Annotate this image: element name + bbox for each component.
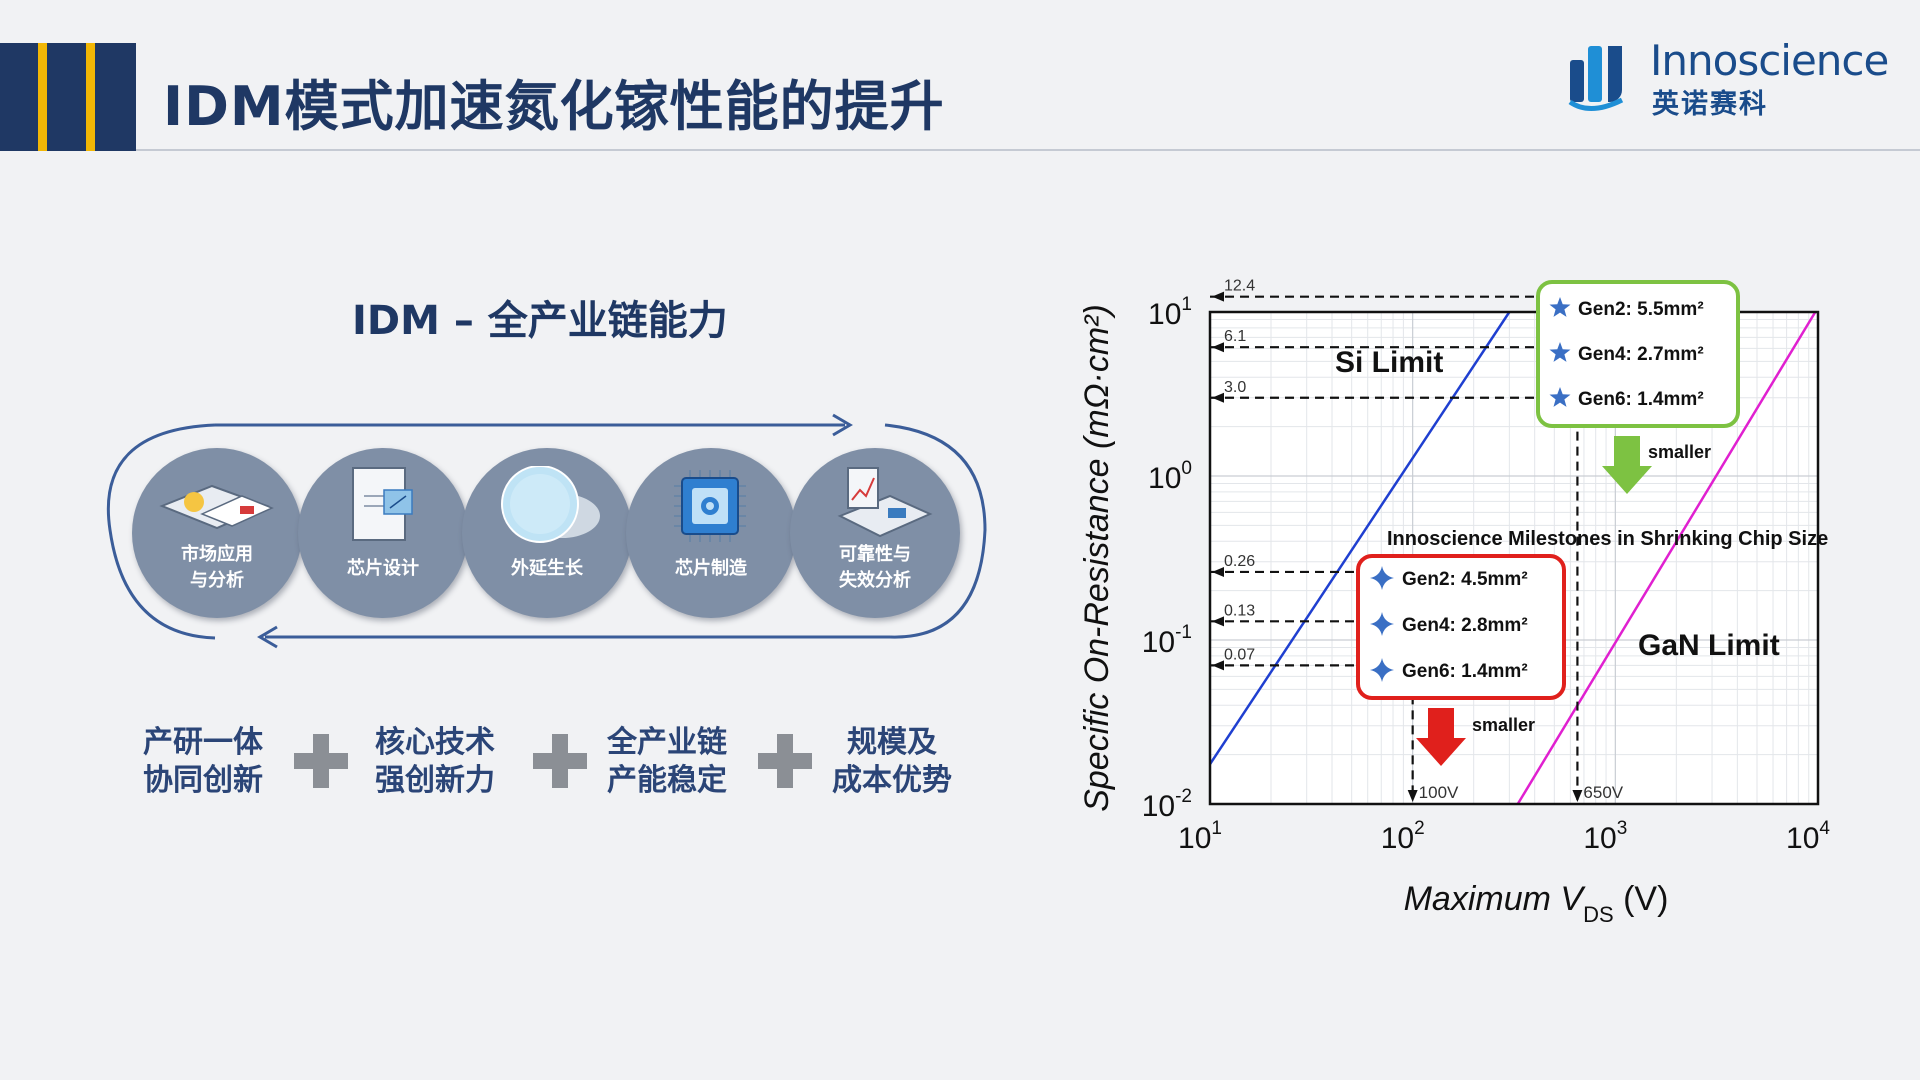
reference-label: 3.0 — [1224, 379, 1246, 396]
gen-650v-item: Gen4: 2.7mm² — [1578, 344, 1704, 365]
y-tick-label: 10-1 — [1142, 622, 1192, 659]
voltage-marker-label: 100V — [1419, 783, 1459, 802]
gen-100v-item: Gen6: 1.4mm² — [1402, 661, 1528, 682]
pillar-item: 全产业链 产能稳定 — [607, 724, 727, 800]
shrink-arrow-green-icon — [1602, 436, 1652, 494]
x-axis-label: Maximum VDS (V) — [1404, 880, 1669, 927]
cycle-step-label: 市场应用 — [181, 544, 253, 565]
gen-sparkle-icon — [1370, 658, 1394, 682]
slide-title: IDM模式加速氮化镓性能的提升 — [163, 75, 945, 138]
wafer-icon — [501, 466, 600, 543]
pillar-line: 规模及 — [847, 725, 937, 760]
pillar-line: 产研一体 — [143, 725, 263, 760]
gen-sparkle-icon — [1370, 566, 1394, 590]
pillar-item: 产研一体 协同创新 — [143, 724, 263, 800]
x-tick-label: 103 — [1583, 818, 1627, 855]
reference-label: 0.07 — [1224, 646, 1255, 663]
header-stripe — [38, 43, 47, 151]
pillar-line: 强创新力 — [375, 763, 495, 798]
reference-arrow-icon — [1212, 566, 1224, 577]
plus-icon — [294, 734, 348, 788]
logo-chinese-name: 英诺赛科 — [1652, 89, 1768, 120]
reference-arrow-icon — [1212, 342, 1224, 353]
si-limit-label: Si Limit — [1335, 346, 1443, 379]
y-tick-label: 100 — [1148, 458, 1192, 495]
gan-limit-label: GaN Limit — [1638, 629, 1780, 662]
header-divider — [136, 149, 1920, 151]
shrink-arrow-red-icon — [1416, 708, 1466, 766]
reference-label: 0.13 — [1224, 602, 1255, 619]
chip-design-icon — [352, 467, 413, 541]
reference-arrow-icon — [1212, 616, 1224, 627]
gen-650v-item: Gen2: 5.5mm² — [1578, 299, 1704, 320]
reference-arrow-icon — [1212, 392, 1224, 403]
cycle-step-epitaxy: 外延生长 — [462, 448, 632, 618]
y-tick-label: 101 — [1148, 294, 1192, 331]
voltage-marker-label: 650V — [1583, 783, 1623, 802]
header-color-block — [0, 43, 136, 151]
reference-label: 0.26 — [1224, 553, 1255, 570]
cycle-step-label: 与分析 — [190, 570, 244, 591]
cycle-step-label: 可靠性与 — [839, 544, 911, 565]
gen-star-icon — [1549, 297, 1571, 317]
pillar-line: 产能稳定 — [607, 763, 727, 798]
x-tick-label: 101 — [1178, 818, 1222, 855]
on-resistance-chart: 12.4 6.1 3.0 0.26 0.13 0.07 100V 650V 101 102 103 1… — [1078, 278, 1830, 927]
gen-650v-item: Gen6: 1.4mm² — [1578, 389, 1704, 410]
series-line-gan-limit — [1516, 311, 1817, 805]
pillar-line: 协同创新 — [143, 763, 263, 798]
pillar-line: 核心技术 — [375, 725, 495, 760]
pillar-item: 核心技术 强创新力 — [375, 724, 495, 800]
group-650v-box — [1536, 280, 1740, 428]
group-100v-box — [1356, 554, 1566, 700]
reference-arrow-icon — [1212, 660, 1224, 671]
reliability-icon — [837, 467, 933, 538]
gen-star-icon — [1549, 387, 1571, 407]
pillar-item: 规模及 成本优势 — [832, 724, 952, 800]
gen-star-icon — [1549, 342, 1571, 362]
cycle-step-label: 失效分析 — [839, 570, 911, 591]
cycle-step-reliability: 可靠性与 失效分析 — [790, 448, 960, 618]
pillar-line: 成本优势 — [832, 763, 952, 798]
reference-label: 6.1 — [1224, 328, 1246, 345]
logo-name: Innoscience — [1650, 36, 1889, 85]
plus-icon — [758, 734, 812, 788]
x-tick-label: 104 — [1786, 818, 1830, 855]
innoscience-logo: Innoscience 英诺赛科 — [1568, 36, 1889, 120]
chip-icon — [674, 470, 746, 542]
plot-border — [1208, 310, 1820, 806]
cycle-step-design: 芯片设计 — [298, 448, 468, 618]
shrink-label: smaller — [1472, 715, 1535, 735]
reference-arrow-icon — [1212, 291, 1224, 302]
voltage-marker-arrow-icon — [1572, 790, 1583, 802]
shrink-label: smaller — [1648, 442, 1711, 462]
series-line-si-limit — [1208, 311, 1511, 765]
header-stripe — [86, 43, 95, 151]
cycle-arrows — [106, 413, 987, 649]
pillar-line: 全产业链 — [607, 725, 727, 760]
idm-title: IDM – 全产业链能力 — [352, 298, 728, 344]
gen-100v-item: Gen2: 4.5mm² — [1402, 569, 1528, 590]
x-tick-label: 102 — [1381, 818, 1425, 855]
market-analysis-icon — [159, 484, 274, 530]
gen-sparkle-icon — [1370, 612, 1394, 636]
plus-icon — [533, 734, 587, 788]
y-tick-label: 10-2 — [1142, 786, 1192, 823]
cycle-step-label: 芯片设计 — [347, 558, 419, 579]
cycle-step-fab: 芯片制造 — [626, 448, 796, 618]
y-axis-label: Specific On-Resistance (mΩ·cm²) — [1078, 304, 1116, 812]
reference-label: 12.4 — [1224, 278, 1255, 295]
cycle-step-label: 外延生长 — [511, 558, 583, 579]
cycle-step-market: 市场应用 与分析 — [132, 448, 302, 618]
cycle-step-label: 芯片制造 — [675, 558, 747, 579]
gen-100v-item: Gen4: 2.8mm² — [1402, 615, 1528, 636]
voltage-marker-arrow-icon — [1407, 790, 1418, 802]
slide-header: IDM模式加速氮化镓性能的提升 Innoscience 英诺赛科 — [0, 0, 1920, 151]
logo-mark-icon — [1568, 46, 1624, 111]
milestones-label: Innoscience Milestones in Shrinking Chip… — [1387, 528, 1828, 550]
